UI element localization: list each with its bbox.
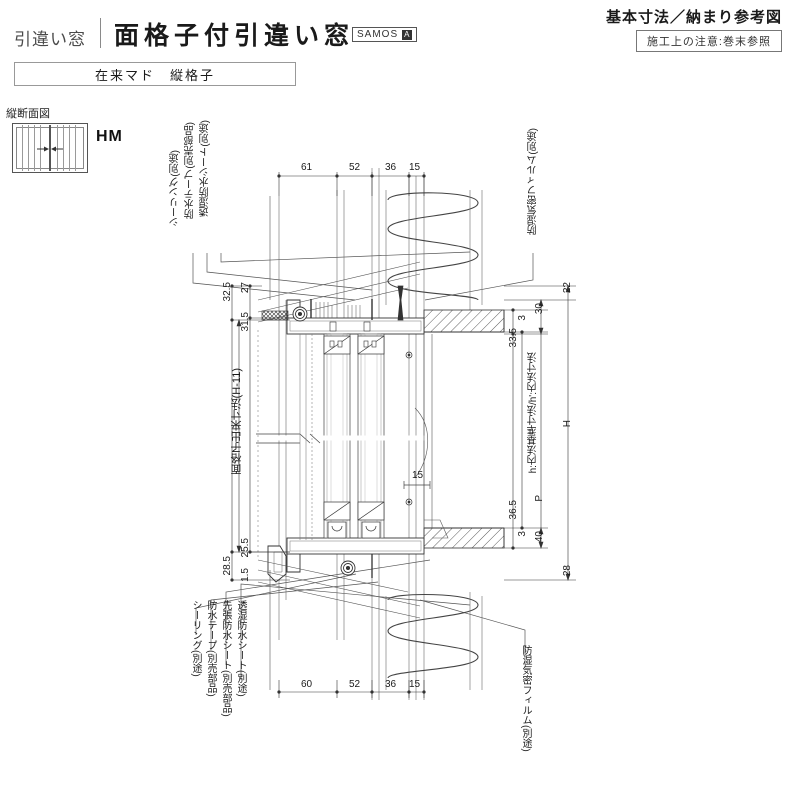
key-figure-label: 縦断面図 (6, 108, 50, 120)
dim-right-28: 28 (562, 565, 573, 577)
header-category: 引違い窓 (14, 30, 86, 49)
key-figure-arrows-icon (37, 146, 63, 152)
dim-bottom-2: 52 (349, 679, 361, 690)
page-title: 面格子付引違い窓 (114, 22, 355, 50)
callout-bottom-left-3: 先張防水シート(別売部品) (220, 600, 231, 717)
product-badge-text: SAMOS (357, 29, 399, 40)
callout-top-left-3: 透湿防水シート(別途) (200, 120, 211, 217)
dim-right-33-5: 33.5 (508, 328, 519, 348)
dim-right-22: 22 (562, 282, 573, 294)
callout-bottom-left-1: シーリング(別途) (190, 600, 201, 677)
dim-right-40: 40 (534, 531, 545, 543)
dim-left-28-5: 28.5 (222, 556, 233, 576)
dim-top-4: 15 (409, 162, 421, 173)
dim-top-2: 52 (349, 162, 361, 173)
key-figure-code: HM (96, 128, 123, 145)
dim-left-25-5: 25.5 (240, 538, 251, 558)
dim-bottom-1: 60 (301, 679, 313, 690)
header-divider (100, 18, 101, 48)
callout-bottom-left-4: 透湿防水シート(別途) (235, 600, 246, 697)
callout-top-left-1: シーリング(別途) (170, 150, 181, 227)
dim-right-3a: 3 (517, 315, 528, 321)
product-badge-mark: A (402, 29, 413, 40)
dim-right-36-5: 36.5 (508, 500, 519, 520)
callout-bottom-right-1: 防湿気密フィルム(別途) (520, 645, 531, 752)
dim-left-1-5: 1.5 (240, 568, 251, 582)
dim-right-p: P (534, 495, 545, 502)
dim-right-3b: 3 (517, 531, 528, 537)
callout-top-right-1: 防湿気密フィルム(別途) (528, 128, 539, 235)
dim-right-h: H (562, 420, 573, 428)
dim-top-1: 61 (301, 162, 313, 173)
callout-bottom-left-2: 防水テープ(別売部品) (205, 600, 216, 697)
callout-top-left-2: 防水テープ(別売部品) (185, 122, 196, 219)
dim-middle-15: 15 (412, 470, 424, 481)
dim-left-overall-label: 面格子出来寸法(H-11) (231, 368, 243, 476)
section-title-text: 基本寸法／納まり参考図 (605, 9, 782, 26)
section-title: 基本寸法／納まり参考図 (606, 6, 782, 27)
dim-top-3: 36 (385, 162, 397, 173)
dim-left-31-5: 31.5 (240, 312, 251, 332)
construction-note: 施工上の注意:巻末参照 (635, 30, 782, 52)
dim-bottom-4: 15 (409, 679, 421, 690)
dim-bottom-3: 36 (385, 679, 397, 690)
subtitle-box: 在来マド 縦格子 (14, 62, 296, 86)
key-figure-window-diagram (12, 123, 88, 173)
dim-left-32-5: 32.5 (222, 282, 233, 302)
dim-right-inner-label: h:内法基準寸法/h':内法寸法 (528, 352, 539, 474)
product-badge: SAMOS A (352, 27, 418, 42)
dim-right-30: 30 (534, 303, 545, 315)
dim-left-27: 27 (240, 282, 251, 294)
